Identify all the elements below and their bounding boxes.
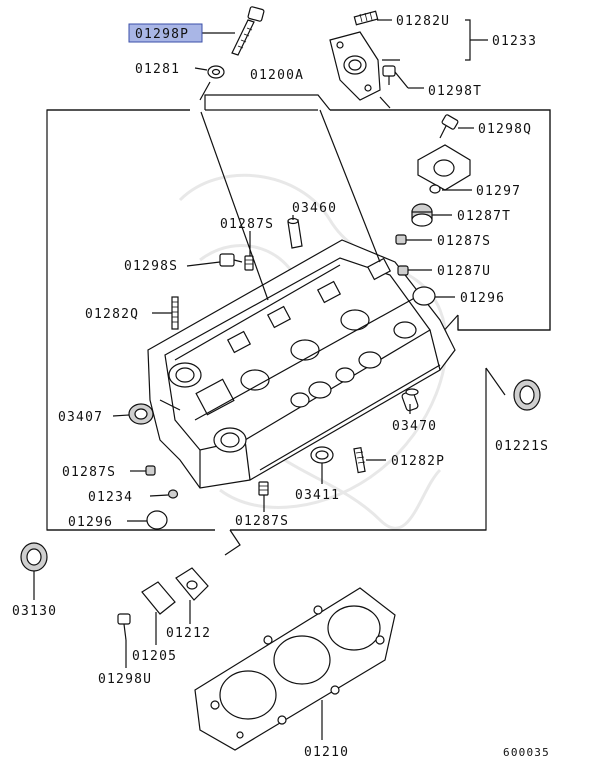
stud-01282q (171, 296, 179, 330)
label-03130[interactable]: 03130 (12, 604, 57, 619)
bolt-01298u (117, 613, 131, 641)
label-01205[interactable]: 01205 (132, 649, 177, 664)
bracket-01233 (329, 10, 381, 101)
plug-01287u (397, 265, 409, 276)
label-01287u[interactable]: 01287U (437, 264, 491, 279)
cam-cap (417, 144, 471, 191)
plug-01287t (411, 203, 433, 227)
label-01287s-lower[interactable]: 01287S (235, 514, 289, 529)
bolt-01298q (439, 114, 459, 139)
figure-code: 600035 (503, 746, 550, 759)
seal-03411 (310, 446, 334, 464)
callout-labels: 01298P 01281 01200A 01282U 01233 01298T … (12, 14, 550, 760)
stud-01287s-lower (258, 481, 269, 496)
ball-01297 (429, 184, 441, 194)
label-03470[interactable]: 03470 (392, 419, 437, 434)
cup-plug-01296-left (146, 510, 168, 530)
label-01287s-right[interactable]: 01287S (437, 234, 491, 249)
guide-03460 (287, 217, 303, 249)
label-01200a[interactable]: 01200A (250, 68, 304, 83)
bracket-01200a (204, 94, 331, 111)
label-01282u[interactable]: 01282U (396, 14, 450, 29)
label-01282p[interactable]: 01282P (391, 454, 445, 469)
label-01234[interactable]: 01234 (88, 490, 133, 505)
cup-plug-01296-right (412, 286, 436, 306)
plug-01287s-right (395, 234, 407, 245)
bolt-01298t (382, 65, 396, 85)
label-01287s-left[interactable]: 01287S (62, 465, 116, 480)
label-01296-left[interactable]: 01296 (68, 515, 113, 530)
label-01233[interactable]: 01233 (492, 34, 537, 49)
seal-01221s (513, 379, 541, 411)
frame-outline-right (330, 109, 551, 331)
label-03407[interactable]: 03407 (58, 410, 103, 425)
cover-01205 (141, 581, 176, 615)
leader-lines (33, 19, 488, 668)
label-01287s-upper[interactable]: 01287S (220, 217, 274, 232)
label-01296-right[interactable]: 01296 (460, 291, 505, 306)
seal-03130 (20, 542, 48, 572)
label-01212[interactable]: 01212 (166, 626, 211, 641)
head-gasket-01210 (194, 587, 396, 751)
label-03460[interactable]: 03460 (292, 201, 337, 216)
label-01298s[interactable]: 01298S (124, 259, 178, 274)
bolt-01298p (231, 6, 265, 56)
highlight-box-01298p (128, 23, 203, 43)
plug-01287s-left (145, 465, 156, 476)
seal-03407 (128, 403, 154, 425)
label-01210[interactable]: 01210 (304, 745, 349, 760)
label-01298u[interactable]: 01298U (98, 672, 152, 687)
label-01282q[interactable]: 01282Q (85, 307, 139, 322)
bolt-01298s (219, 253, 243, 267)
frame-outline-bottom (230, 368, 487, 531)
label-01298q[interactable]: 01298Q (478, 122, 532, 137)
plug-01234 (167, 489, 179, 499)
stud-01287s-upper (244, 255, 254, 271)
label-01281[interactable]: 01281 (135, 62, 180, 77)
label-01297[interactable]: 01297 (476, 184, 521, 199)
washer-01281 (207, 65, 225, 79)
gasket-01212 (175, 567, 209, 601)
leader-01281 (199, 81, 211, 101)
label-01298p[interactable]: 01298P (135, 27, 189, 42)
label-01221s[interactable]: 01221S (495, 439, 549, 454)
leader-frame-lower (224, 529, 241, 556)
label-03411[interactable]: 03411 (295, 488, 340, 503)
frame-outline (46, 109, 215, 531)
label-01287t[interactable]: 01287T (457, 209, 511, 224)
part-03470 (401, 388, 419, 412)
label-01298t[interactable]: 01298T (428, 84, 482, 99)
cylinder-head-body (147, 239, 456, 489)
stud-01282p (353, 446, 366, 474)
leader-01221s (485, 367, 506, 396)
